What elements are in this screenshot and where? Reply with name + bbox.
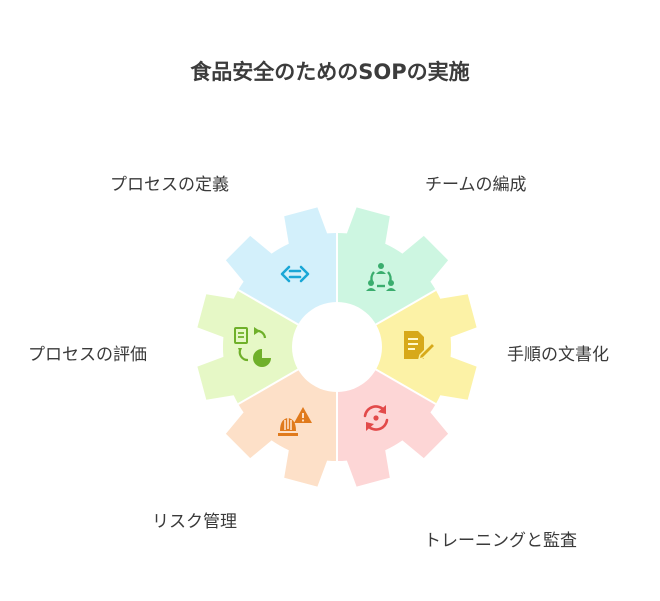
label-team-formation: チームの編成 — [425, 175, 527, 195]
gear-hub — [292, 302, 382, 392]
document-chart-icon — [234, 327, 271, 367]
document-edit-icon — [404, 331, 437, 361]
team-network-icon — [366, 263, 396, 291]
label-process-evaluation: プロセスの評価 — [28, 345, 147, 365]
label-risk-management: リスク管理 — [152, 512, 237, 532]
warning-hardhat-icon — [278, 407, 312, 436]
label-training-audit: トレーニングと監査 — [424, 531, 577, 551]
arrows-exchange-icon — [280, 265, 310, 283]
label-document-procedures: 手順の文書化 — [507, 345, 609, 365]
segment-evaluate — [197, 262, 337, 432]
diagram-title: 食品安全のためのSOPの実施 — [190, 60, 470, 84]
refresh-cycle-icon — [363, 405, 389, 431]
label-process-definition: プロセスの定義 — [110, 175, 229, 195]
